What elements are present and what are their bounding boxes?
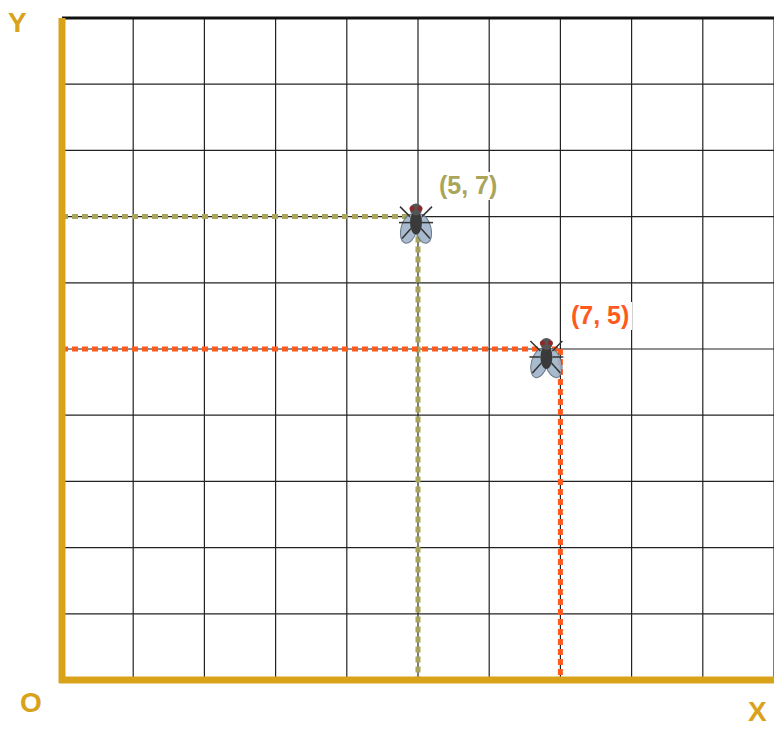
fly-leg bbox=[532, 363, 541, 373]
fly-head bbox=[540, 338, 552, 350]
grid-line bbox=[560, 18, 561, 680]
axis-letter: Y bbox=[8, 8, 27, 39]
point-coordinates: (7, 5) bbox=[568, 302, 632, 330]
top-border bbox=[62, 17, 774, 20]
fly-leg bbox=[529, 356, 540, 358]
grid-line bbox=[62, 84, 774, 85]
grid-line bbox=[631, 18, 632, 680]
grid-line bbox=[489, 18, 490, 680]
fly-leg bbox=[402, 229, 411, 239]
dotted-guide bbox=[62, 214, 418, 219]
fly-leg bbox=[399, 222, 410, 224]
dotted-guide bbox=[416, 217, 421, 680]
fly-leg bbox=[421, 229, 430, 239]
grid-line bbox=[62, 348, 774, 349]
grid-line bbox=[773, 18, 774, 680]
grid-line bbox=[62, 150, 774, 151]
fly-eye bbox=[540, 341, 545, 346]
grid-line bbox=[702, 18, 703, 680]
fly-eye bbox=[418, 206, 423, 211]
fly-leg bbox=[400, 207, 410, 217]
origin-letter: O bbox=[20, 688, 42, 719]
fly-leg bbox=[551, 363, 560, 373]
y-axis bbox=[59, 18, 66, 683]
fly-head bbox=[410, 204, 422, 216]
fly-leg bbox=[422, 207, 432, 217]
fly-eye bbox=[548, 341, 553, 346]
point-coordinates: (5, 7) bbox=[436, 172, 500, 200]
dotted-guide bbox=[62, 347, 560, 352]
axis-letter: X bbox=[748, 697, 767, 728]
fly-leg bbox=[530, 341, 540, 351]
dotted-guide bbox=[558, 349, 563, 680]
fly-eye bbox=[410, 206, 415, 211]
x-axis bbox=[59, 677, 774, 684]
fly-leg bbox=[422, 222, 433, 224]
fly-leg bbox=[552, 356, 563, 358]
grid-line bbox=[62, 17, 774, 18]
fly-leg bbox=[552, 341, 562, 351]
